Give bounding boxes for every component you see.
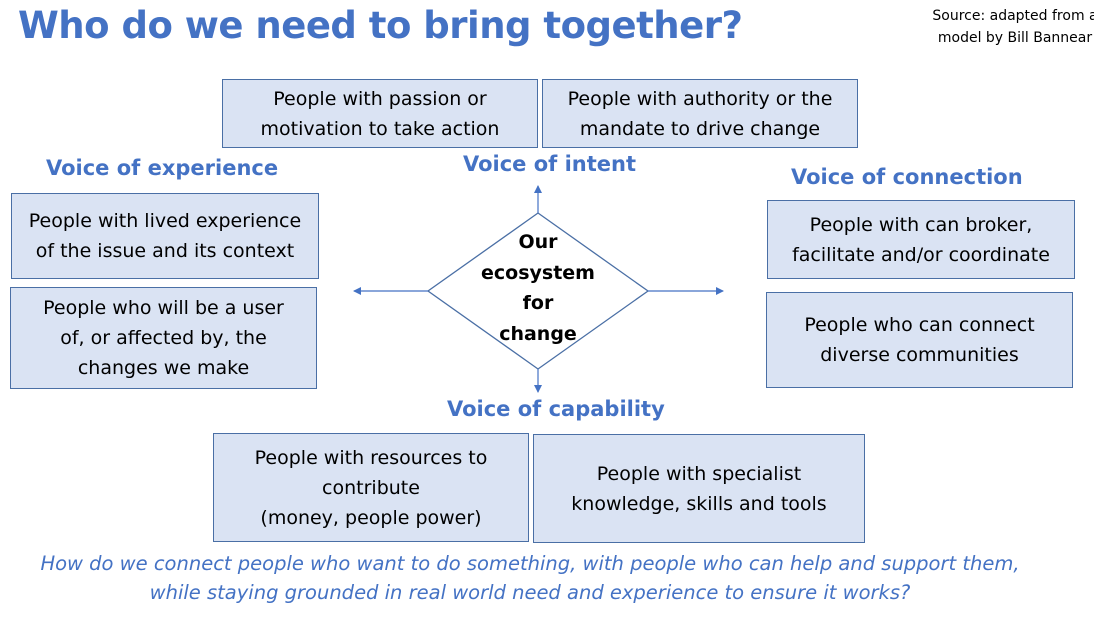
box-authority: People with authority or the mandate to … xyxy=(542,79,858,148)
box-user-affected: People who will be a user of, or affecte… xyxy=(10,287,317,389)
box-broker: People with can broker, facilitate and/o… xyxy=(767,200,1075,279)
center-label: Our ecosystem for change xyxy=(481,231,595,345)
source-note: Source: adapted from a model by Bill Ban… xyxy=(932,8,1094,46)
voice-experience-label: Voice of experience xyxy=(46,156,279,180)
box-resources: People with resources to contribute (mon… xyxy=(213,433,529,542)
voice-connection-label: Voice of connection xyxy=(791,165,1023,189)
box-specialist: People with specialist knowledge, skills… xyxy=(533,434,865,543)
box-passion: People with passion or motivation to tak… xyxy=(222,79,538,148)
voice-intent-label: Voice of intent xyxy=(463,152,637,176)
box-lived-experience: People with lived experience of the issu… xyxy=(11,193,319,279)
box-communities: People who can connect diverse communiti… xyxy=(766,292,1073,388)
page-title: Who do we need to bring together? xyxy=(18,4,743,47)
voice-capability-label: Voice of capability xyxy=(447,397,665,421)
footer-question: How do we connect people who want to do … xyxy=(40,552,1020,604)
